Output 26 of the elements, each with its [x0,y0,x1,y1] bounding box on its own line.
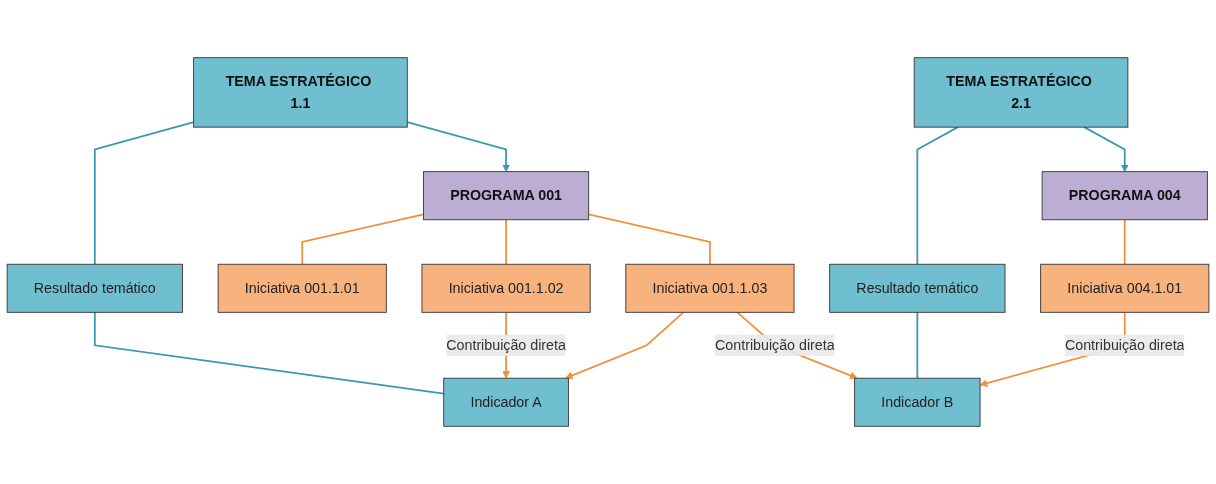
connector [93,311,445,395]
arrow [1083,126,1129,172]
edge-label: Contribuição direta [446,337,566,353]
node-box: Resultado temático [829,263,1006,313]
node-box: Iniciativa 001.1.01 [217,263,387,313]
node-box: Indicador A [443,377,569,427]
node-box: Resultado temático [6,263,183,313]
node-box: TEMA ESTRATÉGICO 1.1 [193,57,408,128]
connector [301,213,425,266]
connector [587,213,711,266]
node-box: PROGRAMA 001 [423,171,590,221]
connector [1123,218,1126,266]
node-box: TEMA ESTRATÉGICO 2.1 [913,57,1129,128]
connector [93,121,195,266]
connector [505,218,507,266]
arrow [565,311,685,380]
node-box: Iniciativa 004.1.01 [1040,263,1210,313]
connector [916,126,959,266]
node-box: PROGRAMA 004 [1041,171,1208,221]
node-box: Indicador B [854,377,981,427]
connector [916,311,919,380]
arrow [406,121,510,172]
node-box: Iniciativa 001.1.03 [625,263,795,313]
node-box: Iniciativa 001.1.02 [421,263,591,313]
edge-label: Contribuição direta [1064,337,1185,353]
edge-label: Contribuição direta [715,337,835,353]
